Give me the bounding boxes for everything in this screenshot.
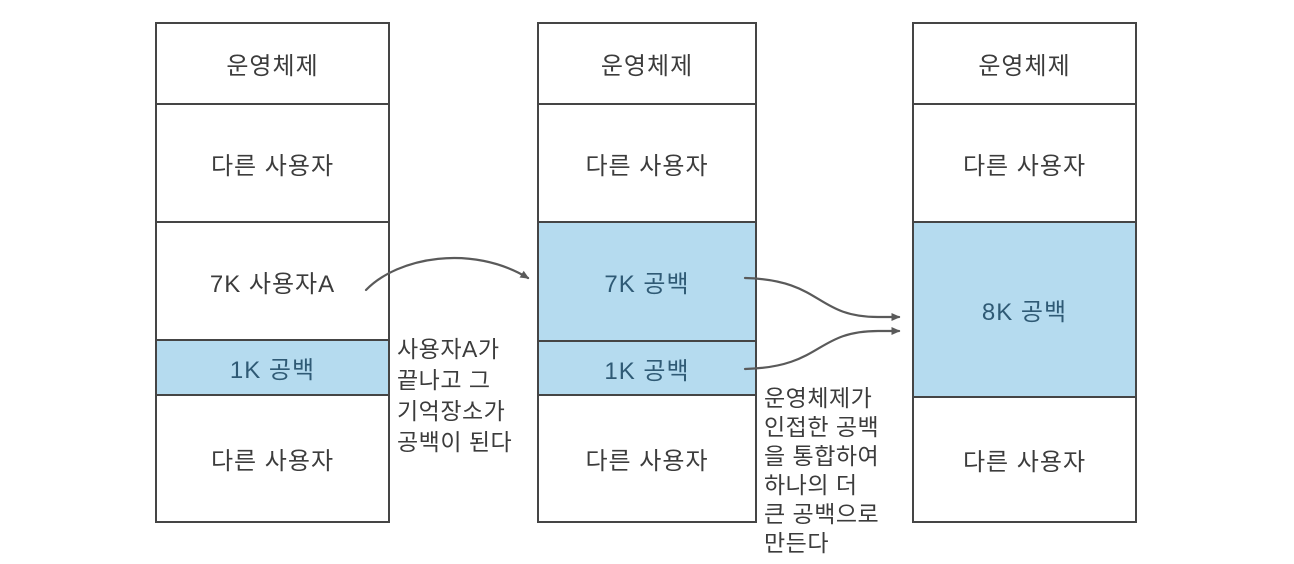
memory-block-user-a-7k: 7K 사용자A <box>157 223 388 341</box>
annotation-line: 을 통합하여 <box>764 443 880 469</box>
memory-block-label: 다른 사용자 <box>962 449 1087 476</box>
annotation-os-merges-free-space: 운영체제가 인접한 공백 을 통합하여 하나의 더 큰 공백으로 만든다 <box>764 384 879 558</box>
memory-block-label: 7K 공백 <box>604 271 690 298</box>
annotation-line: 만든다 <box>764 530 829 556</box>
memory-block-label: 다른 사용자 <box>962 152 1087 180</box>
memory-column-before: 운영체제 다른 사용자 7K 사용자A 1K 공백 다른 사용자 <box>155 22 390 523</box>
memory-block-label: 운영체제 <box>600 53 694 80</box>
memory-block-os: 운영체제 <box>157 24 388 105</box>
annotation-line: 기억장소가 <box>397 398 506 424</box>
memory-block-label: 8K 공백 <box>981 299 1068 326</box>
annotation-line: 인접한 공백 <box>764 414 880 440</box>
memory-column-after-merge: 운영체제 다른 사용자 8K 공백 다른 사용자 <box>912 22 1137 523</box>
annotation-user-a-finishes: 사용자A가 끝나고 그 기억장소가 공백이 된다 <box>397 334 512 458</box>
annotation-line: 공백이 된다 <box>397 429 513 455</box>
annotation-line: 운영체제가 <box>764 385 873 411</box>
memory-block-label: 1K 공백 <box>229 357 316 384</box>
memory-block-other-users: 다른 사용자 <box>157 396 388 521</box>
memory-block-label: 다른 사용자 <box>585 152 709 180</box>
arrow-user-a-to-free <box>364 256 530 292</box>
arrow-1k-free-to-merged <box>743 327 901 371</box>
arrow-7k-free-to-merged <box>743 276 901 321</box>
memory-column-after-release: 운영체제 다른 사용자 7K 공백 1K 공백 다른 사용자 <box>537 22 757 523</box>
memory-block-label: 다른 사용자 <box>210 448 335 475</box>
memory-block-label: 1K 공백 <box>604 357 690 385</box>
memory-block-free-7k: 7K 공백 <box>539 223 755 342</box>
annotation-line: 사용자A가 <box>397 336 500 362</box>
memory-block-label: 7K 사용자A <box>209 270 336 298</box>
annotation-line: 큰 공백으로 <box>764 501 880 527</box>
memory-block-free-8k: 8K 공백 <box>914 223 1135 398</box>
memory-block-os: 운영체제 <box>914 24 1135 105</box>
memory-block-label: 운영체제 <box>226 53 319 80</box>
annotation-line: 끝나고 그 <box>397 367 491 393</box>
memory-block-other-users: 다른 사용자 <box>539 105 755 223</box>
memory-block-free-1k: 1K 공백 <box>157 341 388 396</box>
memory-block-other-users: 다른 사용자 <box>157 105 388 223</box>
memory-block-os: 운영체제 <box>539 24 755 105</box>
memory-block-other-users: 다른 사용자 <box>914 398 1135 521</box>
memory-block-other-users: 다른 사용자 <box>539 396 755 521</box>
memory-block-label: 다른 사용자 <box>585 448 709 475</box>
memory-block-other-users: 다른 사용자 <box>914 105 1135 223</box>
annotation-line: 하나의 더 <box>764 472 858 498</box>
memory-block-label: 운영체제 <box>978 53 1071 80</box>
memory-block-label: 다른 사용자 <box>210 152 335 180</box>
memory-block-free-1k: 1K 공백 <box>539 342 755 396</box>
